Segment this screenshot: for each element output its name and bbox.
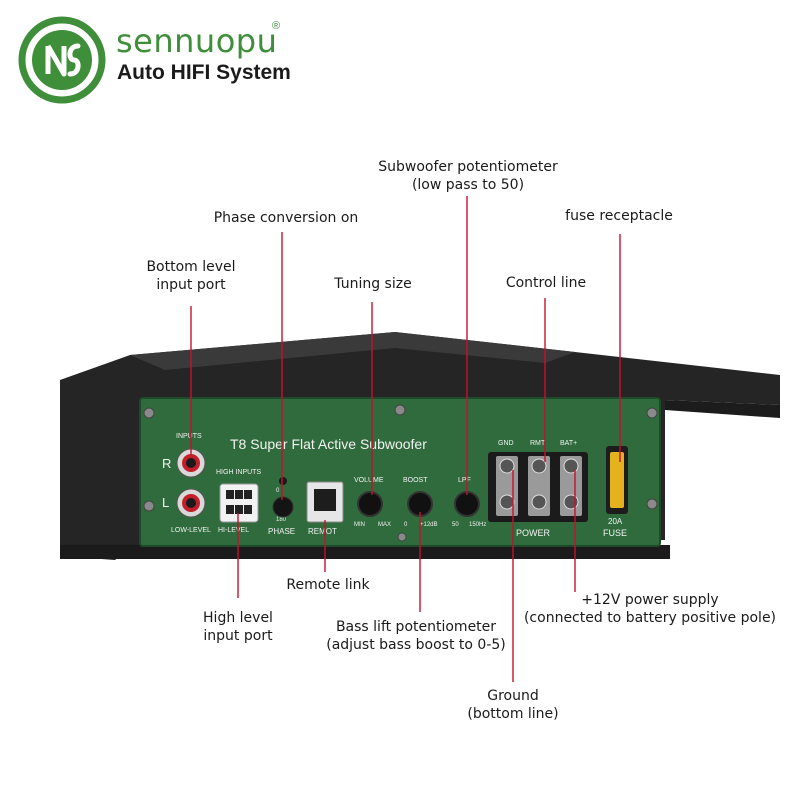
boost-label: BOOST [403,477,428,484]
brand-registered: ® [272,20,281,32]
callout-bass-lift: Bass lift potentiometer (adjust bass boo… [318,618,514,654]
phase-label: PHASE [268,527,295,536]
lpf-min-label: 50 [452,522,459,528]
fuse-rating-label: 20A [608,517,623,526]
volume-max-label: MAX [378,522,391,528]
rca-jack-r [176,448,206,478]
r-label: R [162,456,171,471]
volume-knob [357,491,383,517]
phase-switch [272,477,294,518]
callout-subwoofer-pot-title: Subwoofer potentiometer [378,159,558,175]
power-terminal-block [488,452,588,522]
callout-bottom-level: Bottom level input port [135,258,247,294]
callout-power-supply-subtitle: (connected to battery positive pole) [523,610,777,626]
screw [394,404,406,416]
rmt-label: RMT [530,440,546,447]
callout-bass-lift-title: Bass lift potentiometer [335,619,497,635]
sn-logo-icon [18,16,106,104]
callout-power-supply-title: +12V power supply [581,592,719,608]
bat-label: BAT+ [560,440,577,447]
chassis-side-edge [665,400,780,418]
chassis-base [60,545,670,559]
callout-subwoofer-pot-subtitle: (low pass to 50) [411,177,525,193]
power-label: POWER [516,528,551,538]
callout-power-supply: +12V power supply (connected to battery … [516,591,784,627]
callout-ground: Ground (bottom line) [458,687,568,723]
callout-tuning-size: Tuning size [334,276,412,292]
callout-bottom-level-subtitle: input port [156,277,226,293]
callout-remote-link: Remote link [286,577,370,593]
brand-logo [18,16,106,104]
lpf-max-label: 150Hz [469,522,486,528]
screw [646,498,658,510]
callout-ground-subtitle: (bottom line) [467,706,559,722]
callout-high-level: High level input port [188,609,288,645]
high-level-connector [219,483,259,523]
chassis-top-edge [130,332,575,370]
screw [397,532,407,542]
high-inputs-label: HIGH INPUTS [216,469,261,476]
lpf-label: LPF [458,477,471,484]
lpf-knob [454,491,480,517]
inputs-label: INPUTS [176,433,202,440]
callout-fuse-receptacle: fuse receptacle [565,208,673,224]
rca-jack-l [176,488,206,518]
callout-bottom-level-title: Bottom level [146,259,236,275]
volume-min-label: MIN [354,522,365,528]
brand-name: sennuopu [116,22,278,60]
fuse-label: FUSE [603,528,627,538]
screw [646,407,658,419]
screw [143,407,155,419]
remote-port [306,481,344,523]
callout-ground-title: Ground [487,688,539,704]
brand-tagline: Auto HIFI System [117,61,291,84]
panel-model-label: T8 Super Flat Active Subwoofer [230,436,427,452]
callout-leader-lines [190,196,621,682]
screw [143,500,155,512]
phase-180-label: 180 [276,517,287,523]
boost-min-label: 0 [404,522,408,528]
hi-level-label: HI-LEVEL [218,527,249,534]
fuse-holder [606,446,628,514]
remot-label: REMOT [308,527,337,536]
l-label: L [162,495,169,510]
callout-high-level-subtitle: input port [203,628,273,644]
volume-label: VOLUME [354,477,384,484]
low-level-label: LOW-LEVEL [171,527,211,534]
callout-control-line: Control line [505,275,587,291]
callout-high-level-title: High level [203,610,273,626]
boost-max-label: +12dB [420,522,438,528]
callout-phase-conversion: Phase conversion on [213,210,359,226]
callout-bass-lift-subtitle: (adjust bass boost to 0-5) [326,637,506,653]
gnd-label: GND [498,440,514,447]
callout-subwoofer-pot: Subwoofer potentiometer (low pass to 50) [370,158,566,194]
phase-0-label: 0 [276,488,280,494]
